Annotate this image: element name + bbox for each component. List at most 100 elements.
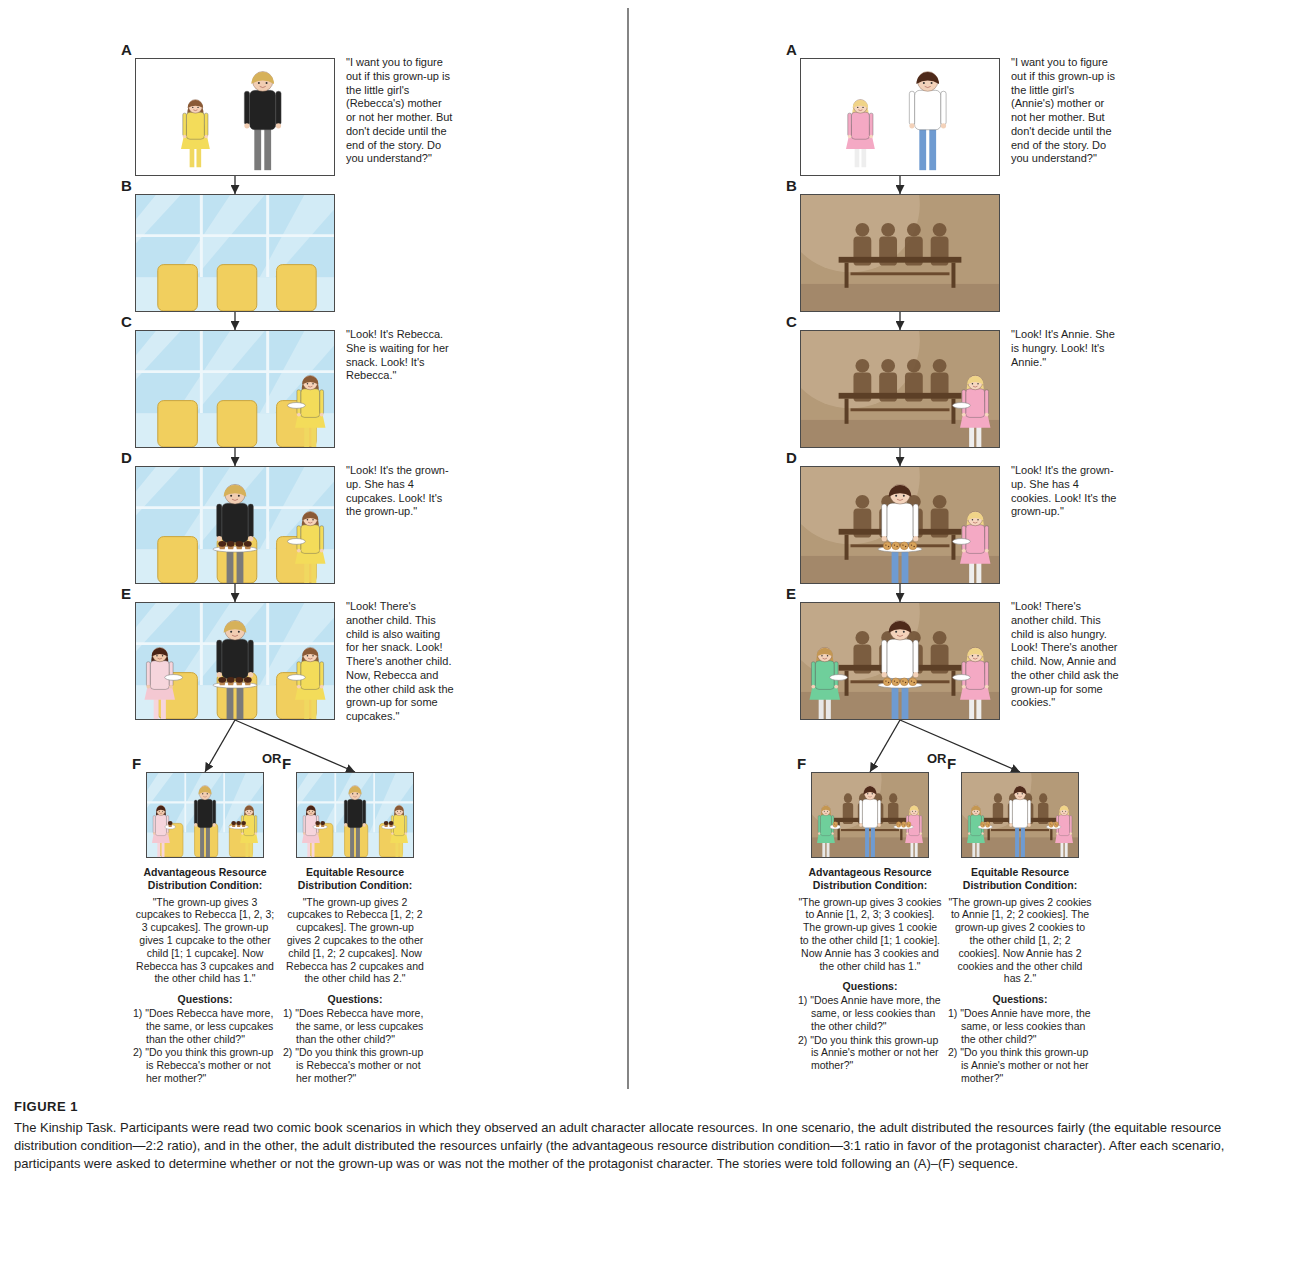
illustration-shape xyxy=(920,816,922,834)
illustration-shape xyxy=(1017,793,1018,794)
comic-illustration xyxy=(801,467,999,583)
illustration-shape xyxy=(892,542,900,550)
illustration-shape xyxy=(915,90,941,129)
illustration-shape xyxy=(152,805,170,857)
illustration-shape xyxy=(391,832,393,835)
illustration-shape xyxy=(894,680,895,681)
text-stack: Equitable Resource Distribution Conditio… xyxy=(283,866,427,1085)
illustration-shape xyxy=(859,800,862,824)
illustration-shape xyxy=(907,223,921,237)
illustration-shape xyxy=(398,812,401,814)
illustration-shape xyxy=(302,376,318,385)
illustration-shape xyxy=(931,82,933,84)
illustration-shape xyxy=(302,805,320,857)
illustration-shape xyxy=(217,536,222,541)
illustration-shape xyxy=(973,658,977,660)
illustration-shape xyxy=(902,544,903,545)
illustration-shape xyxy=(308,522,312,524)
illustration-shape xyxy=(857,107,858,108)
illustration-shape xyxy=(266,82,268,84)
illustration-shape xyxy=(801,284,999,311)
illustration-shape xyxy=(155,815,166,836)
illustration-shape xyxy=(897,823,899,825)
illustration-shape xyxy=(345,823,368,857)
illustration-shape xyxy=(968,647,983,661)
illustration-shape xyxy=(863,786,876,795)
illustration-shape xyxy=(846,100,875,168)
story-panel: C xyxy=(800,330,1000,448)
panel-letter: A xyxy=(121,41,132,58)
illustration-shape xyxy=(858,109,862,111)
illustration-shape xyxy=(834,685,838,689)
illustration-shape xyxy=(960,375,990,447)
illustration-shape xyxy=(236,821,241,825)
illustration-shape xyxy=(193,109,197,111)
illustration-shape xyxy=(906,832,908,835)
illustration-shape xyxy=(310,812,313,814)
illustration-shape xyxy=(1056,832,1058,835)
illustration-shape xyxy=(152,647,167,661)
illustration-shape xyxy=(287,403,305,409)
illustration-shape xyxy=(973,811,975,812)
comic-illustration xyxy=(962,773,1078,857)
illustration-shape xyxy=(887,503,913,542)
illustration-shape xyxy=(888,546,889,547)
illustration-shape xyxy=(313,825,328,829)
illustration-shape xyxy=(888,682,889,683)
illustration-shape xyxy=(250,811,252,812)
story-panel: E xyxy=(135,602,335,720)
panel-letter: C xyxy=(121,313,132,330)
illustration-shape xyxy=(975,812,978,814)
illustration-shape xyxy=(845,535,849,560)
illustration-shape xyxy=(320,526,324,550)
illustration-shape xyxy=(363,800,366,824)
illustration-shape xyxy=(244,677,252,683)
illustration-shape xyxy=(907,359,921,373)
illustration-shape xyxy=(896,822,901,828)
illustration-shape xyxy=(195,823,218,857)
illustration-shape xyxy=(845,263,849,288)
condition-heading: Equitable Resource Distribution Conditio… xyxy=(948,866,1092,892)
illustration-shape xyxy=(227,677,235,683)
illustration-shape xyxy=(855,359,869,373)
illustration-shape xyxy=(919,128,926,170)
illustration-shape xyxy=(344,800,347,824)
illustration-shape xyxy=(169,662,173,686)
illustration-shape xyxy=(213,823,216,827)
illustration-shape xyxy=(966,389,985,418)
illustration-shape xyxy=(307,655,308,656)
illustration-shape xyxy=(1059,815,1070,836)
illustration-shape xyxy=(394,805,404,811)
illustration-shape xyxy=(244,91,249,125)
illustration-shape xyxy=(822,805,831,815)
illustration-shape xyxy=(308,811,310,812)
illustration-shape xyxy=(972,519,973,520)
illustration-shape xyxy=(188,100,204,108)
illustration-shape xyxy=(1065,811,1067,812)
illustration-shape xyxy=(194,800,197,824)
condition-heading: Advantageous Resource Distribution Condi… xyxy=(798,866,942,892)
illustration-shape xyxy=(853,100,867,114)
illustration-shape xyxy=(973,522,977,524)
illustration-shape xyxy=(909,91,914,125)
illustration-shape xyxy=(307,383,308,384)
illustration-shape xyxy=(985,662,989,686)
illustration-shape xyxy=(1046,825,1061,829)
panel-letter: F xyxy=(132,755,141,772)
illustration-shape xyxy=(831,832,833,835)
panel-letter: F xyxy=(947,755,956,772)
illustration-shape xyxy=(889,793,897,803)
illustration-shape xyxy=(297,549,301,553)
sequence-arrow xyxy=(870,720,900,772)
sequence-arrow xyxy=(900,720,1020,772)
illustration-shape xyxy=(320,821,325,825)
illustration-shape xyxy=(851,272,950,275)
illustration-shape xyxy=(883,678,891,686)
illustration-shape xyxy=(153,832,155,835)
illustration-shape xyxy=(1054,823,1056,825)
condition-heading: Advantageous Resource Distribution Condi… xyxy=(133,866,277,892)
illustration-shape xyxy=(916,72,939,84)
illustration-shape xyxy=(983,824,985,826)
illustration-shape xyxy=(909,542,917,550)
question-item: 1) "Does Annie have more, the same, or l… xyxy=(798,994,942,1032)
